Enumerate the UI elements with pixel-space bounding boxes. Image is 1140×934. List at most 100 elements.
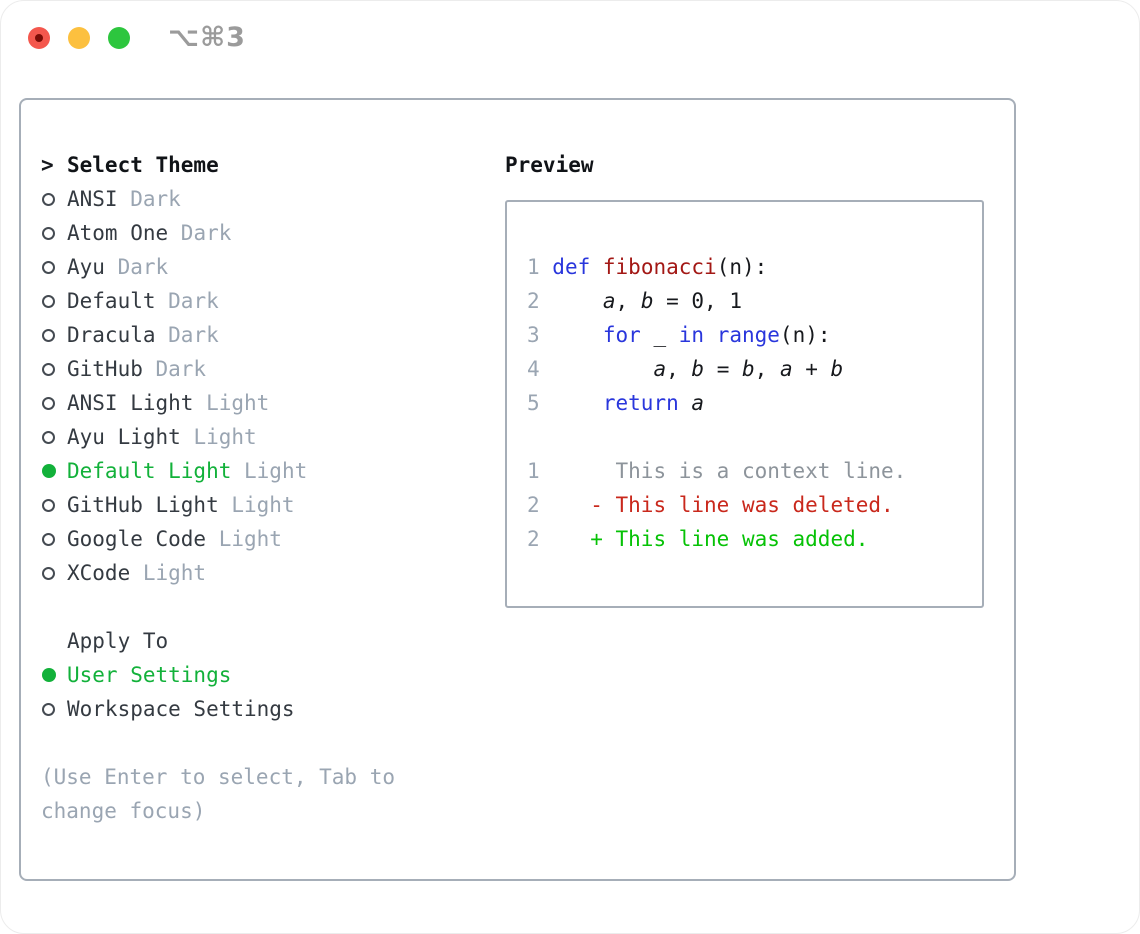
zoom-button[interactable] (108, 27, 130, 49)
code-segment-it: a (691, 391, 705, 415)
radio-marker (41, 522, 67, 556)
theme-option-github-light[interactable]: GitHub Light Light (41, 488, 505, 522)
code-segment-pl: = (704, 357, 742, 381)
code-segment-ln: 2 (527, 289, 553, 313)
theme-variant-label: Light (206, 527, 282, 551)
code-segment-kw: range (716, 323, 780, 347)
apply-option-workspace-settings[interactable]: Workspace Settings (41, 692, 505, 726)
theme-name: GitHub Light (67, 493, 219, 517)
radio-marker (41, 420, 67, 454)
radio-unselected-icon (42, 261, 55, 274)
theme-option-default[interactable]: Default Dark (41, 284, 505, 318)
theme-variant-label: Dark (104, 255, 169, 279)
code-segment-ln: 2 (527, 493, 540, 517)
theme-option-github[interactable]: GitHub Dark (41, 352, 505, 386)
radio-unselected-icon (42, 227, 55, 240)
radio-marker (41, 658, 67, 692)
theme-option-xcode[interactable]: XCode Light (41, 556, 505, 590)
radio-marker (41, 250, 67, 284)
radio-marker (41, 488, 67, 522)
keyboard-hint: (Use Enter to select, Tab to change focu… (41, 765, 396, 823)
code-segment-fn: fibonacci (602, 255, 717, 279)
radio-unselected-icon (42, 567, 55, 580)
code-segment-pl (540, 459, 616, 483)
code-line: 2 - This line was deleted. (527, 488, 982, 522)
radio-marker (41, 556, 67, 590)
theme-name: ANSI Light (67, 391, 194, 415)
theme-name: Default (67, 289, 156, 313)
theme-option-atom-one[interactable]: Atom One Dark (41, 216, 505, 250)
minimize-button[interactable] (68, 27, 90, 49)
apply-option-user-settings[interactable]: User Settings (41, 658, 505, 692)
theme-option-dracula[interactable]: Dracula Dark (41, 318, 505, 352)
code-segment-del: - This line was deleted. (590, 493, 894, 517)
code-segment-pl (552, 357, 653, 381)
code-segment-pl: , (615, 289, 641, 313)
theme-variant-label: Light (231, 459, 308, 483)
theme-name: Dracula (67, 323, 156, 347)
code-segment-pl (590, 255, 603, 279)
preview-header: Preview (505, 148, 1014, 182)
theme-option-google-code[interactable]: Google Code Light (41, 522, 505, 556)
theme-name: GitHub (67, 357, 143, 381)
code-segment-kw: for (602, 323, 641, 347)
theme-picker-title: Select Theme (67, 153, 219, 177)
theme-variant-label: Light (180, 425, 257, 449)
code-line: 3 for _ in range(n): (527, 318, 982, 352)
code-segment-ln: 3 (527, 323, 553, 347)
radio-unselected-icon (42, 329, 55, 342)
theme-option-ayu[interactable]: Ayu Dark (41, 250, 505, 284)
theme-name: Google Code (67, 527, 207, 551)
titlebar: ⌥⌘3 (1, 1, 1139, 71)
code-segment-pl: _ (640, 323, 679, 347)
theme-option-ansi-light[interactable]: ANSI Light Light (41, 386, 505, 420)
radio-marker (41, 216, 67, 250)
code-segment-ln: 2 (527, 527, 540, 551)
theme-name: Ayu Light (67, 425, 181, 449)
code-segment-pl: (n): (779, 323, 831, 347)
code-segment-it: b (640, 289, 654, 313)
radio-marker (41, 284, 67, 318)
preview-title: Preview (505, 153, 594, 177)
code-segment-pl (540, 527, 591, 551)
code-segment-kw: in (678, 323, 705, 347)
code-line: 5 return a (527, 386, 982, 420)
theme-name: Atom One (67, 221, 169, 245)
radio-marker (41, 386, 67, 420)
radio-unselected-icon (42, 295, 55, 308)
theme-option-ayu-light[interactable]: Ayu Light Light (41, 420, 505, 454)
preview-column: Preview 1 def fibonacci(n):2 a, b = 0, 1… (505, 148, 1014, 879)
code-segment-pl: , (666, 357, 692, 381)
radio-unselected-icon (42, 193, 55, 206)
radio-unselected-icon (42, 703, 55, 716)
code-segment-pl: , (754, 357, 780, 381)
code-segment-it: a (602, 289, 616, 313)
code-segment-pl: = 0, 1 (653, 289, 742, 313)
code-segment-it: b (830, 357, 844, 381)
theme-name: Ayu (67, 255, 105, 279)
code-segment-ctx: This is a context line. (615, 459, 907, 483)
traffic-lights (28, 27, 130, 49)
theme-picker-header: > Select Theme (41, 148, 505, 182)
code-segment-pl (679, 391, 692, 415)
close-button[interactable] (28, 27, 50, 49)
code-line: 2 a, b = 0, 1 (527, 284, 982, 318)
code-segment-ln: 5 (527, 391, 553, 415)
code-segment-pl (552, 323, 603, 347)
theme-option-default-light[interactable]: Default Light Light (41, 454, 505, 488)
radio-unselected-icon (42, 397, 55, 410)
apply-option-label: Workspace Settings (67, 697, 295, 721)
theme-option-ansi[interactable]: ANSI Dark (41, 182, 505, 216)
code-segment-pl: (n): (716, 255, 768, 279)
radio-marker (41, 182, 67, 216)
theme-variant-label: Dark (155, 289, 219, 313)
radio-unselected-icon (42, 363, 55, 376)
apply-to-title: Apply To (67, 629, 169, 653)
window-title: ⌥⌘3 (168, 22, 246, 53)
radio-unselected-icon (42, 533, 55, 546)
code-segment-ln: 1 (527, 255, 553, 279)
